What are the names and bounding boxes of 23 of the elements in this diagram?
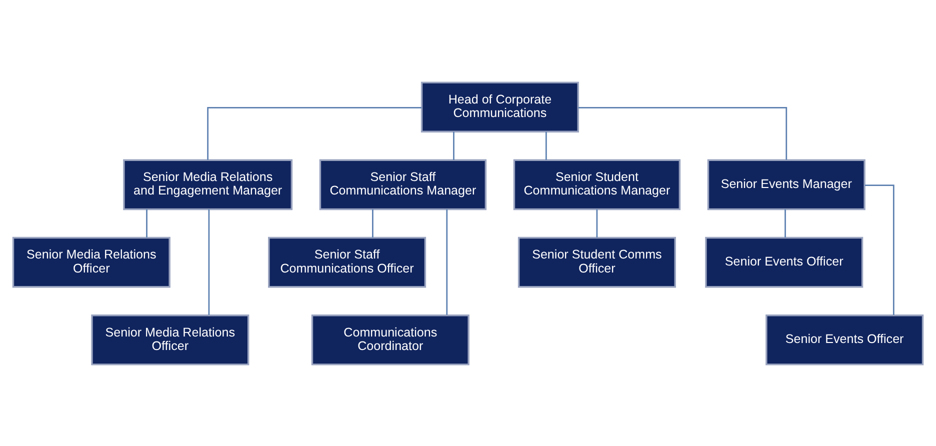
connector xyxy=(207,106,422,160)
connector xyxy=(596,208,598,238)
node-box: Head of Corporate Communications xyxy=(420,81,579,132)
node-box: Senior Student Comms Officer xyxy=(518,236,676,288)
connector xyxy=(578,106,788,160)
connector xyxy=(372,208,374,238)
node-box: Senior Staff Communications Officer xyxy=(268,236,426,288)
connector xyxy=(864,184,894,315)
connector xyxy=(453,131,454,160)
node-box: Senior Events Officer xyxy=(766,314,924,365)
connector xyxy=(784,208,786,238)
connector xyxy=(208,208,210,314)
connector xyxy=(545,131,547,160)
connector xyxy=(446,208,448,314)
node-box: Communications Coordinator xyxy=(311,314,470,365)
node-box: Senior Media Relations Officer xyxy=(12,236,170,288)
node-box: Senior Events Officer xyxy=(705,236,864,288)
node-box: Senior Student Communications Manager xyxy=(513,158,681,210)
connector xyxy=(146,208,148,238)
node-box: Senior Events Manager xyxy=(707,158,866,210)
node-box: Senior Staff Communications Manager xyxy=(319,158,487,210)
node-box: Senior Media Relations and Engagement Manager xyxy=(123,158,293,210)
node-box: Senior Media Relations Officer xyxy=(91,314,250,365)
